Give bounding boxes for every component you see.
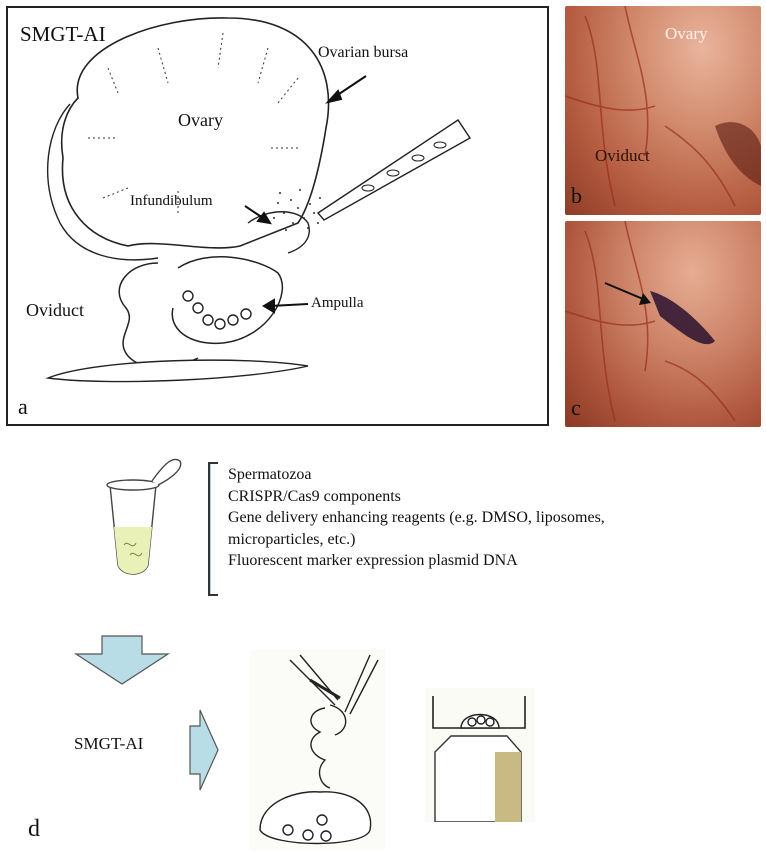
injection-illustration xyxy=(250,650,385,850)
injected-dye xyxy=(650,291,715,344)
reagent-list: Spermatozoa CRISPR/Cas9 components Gene … xyxy=(228,464,605,572)
blood-vessels-b xyxy=(565,6,761,215)
right-arrow-icon xyxy=(186,708,220,792)
label-ampulla: Ampulla xyxy=(311,295,364,312)
panel-a-letter: a xyxy=(18,394,28,420)
ampulla-outline xyxy=(172,257,282,344)
reproductive-tract-drawing xyxy=(8,8,547,424)
injection-pipette xyxy=(318,120,470,220)
label-ovary: Ovary xyxy=(178,110,223,131)
reagent-item: Spermatozoa xyxy=(228,464,605,486)
panel-a-diagram: SMGT-AI Ovarian bursa Ovary Infundibulum… xyxy=(6,6,549,426)
down-arrow-icon xyxy=(72,634,172,686)
panel-c-photo: c xyxy=(565,221,761,427)
microcentrifuge-tube-icon xyxy=(96,455,186,585)
label-infundibulum: Infundibulum xyxy=(130,193,213,210)
culture-dish-illustration xyxy=(425,688,535,822)
reagent-item: microparticles, etc.) xyxy=(228,529,605,551)
photo-b-ovary-label: Ovary xyxy=(665,24,707,44)
panel-c-letter: c xyxy=(571,395,581,421)
ampulla-oocytes xyxy=(183,291,251,329)
panel-b-photo: Ovary Oviduct b xyxy=(565,6,761,215)
bursa-shell xyxy=(48,104,158,260)
reagent-item: CRISPR/Cas9 components xyxy=(228,486,605,508)
panel-d-letter: d xyxy=(28,816,40,843)
label-ovarian-bursa: Ovarian bursa xyxy=(318,44,408,62)
reagent-item: Fluorescent marker expression plasmid DN… xyxy=(228,550,605,572)
panel-b-letter: b xyxy=(571,183,582,209)
blood-vessels-c xyxy=(565,221,761,427)
list-bracket xyxy=(208,462,220,596)
label-oviduct: Oviduct xyxy=(26,300,84,321)
fat-pad xyxy=(48,360,308,381)
reagent-item: Gene delivery enhancing reagents (e.g. D… xyxy=(228,507,605,529)
infundibulum-outline xyxy=(248,212,309,253)
ovarian-bursa-outline xyxy=(62,18,329,248)
photo-b-oviduct-label: Oviduct xyxy=(595,146,650,166)
step-label: SMGT-AI xyxy=(74,734,143,754)
infundibulum-speckles xyxy=(273,189,321,231)
oviduct-coil xyxy=(119,263,198,367)
panel-a-title: SMGT-AI xyxy=(20,22,106,47)
